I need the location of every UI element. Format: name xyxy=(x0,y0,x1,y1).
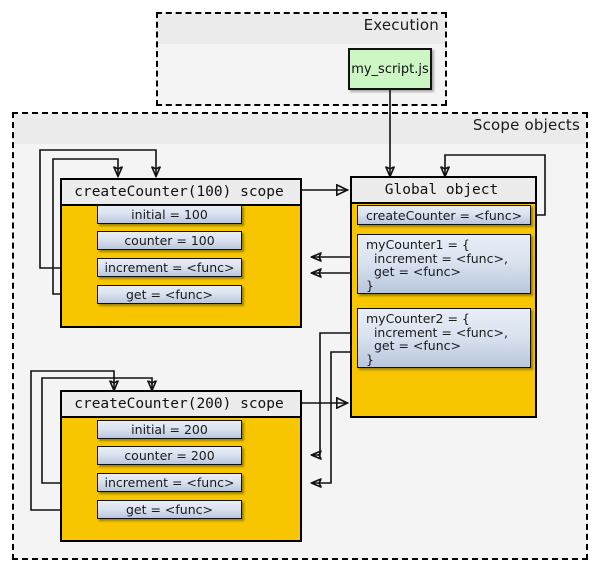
object-title-scope-200: createCounter(200) scope xyxy=(62,392,300,418)
object-scope-createcounter-200[interactable]: createCounter(200) scope xyxy=(60,390,302,542)
slot-get-100[interactable]: get = <func> xyxy=(97,285,242,304)
slot-increment-100[interactable]: increment = <func> xyxy=(97,258,242,277)
group-execution-label: Execution xyxy=(363,16,439,34)
group-execution-header xyxy=(158,14,445,44)
slot-get-200[interactable]: get = <func> xyxy=(97,500,242,519)
group-scope-objects-label: Scope objects xyxy=(472,116,580,134)
slot-increment-200[interactable]: increment = <func> xyxy=(97,473,242,492)
slot-mycounter2[interactable]: myCounter2 = { increment = <func>, get =… xyxy=(357,308,531,368)
slot-mycounter1[interactable]: myCounter1 = { increment = <func>, get =… xyxy=(357,234,531,294)
slot-counter-200[interactable]: counter = 200 xyxy=(97,446,242,465)
slot-counter-100[interactable]: counter = 100 xyxy=(97,231,242,250)
slot-createcounter[interactable]: createCounter = <func> xyxy=(357,205,531,225)
slot-initial-100[interactable]: initial = 100 xyxy=(97,205,242,224)
object-title-global: Global object xyxy=(352,178,535,204)
slot-initial-200[interactable]: initial = 200 xyxy=(97,420,242,439)
object-title-scope-100: createCounter(100) scope xyxy=(62,180,300,206)
group-scope-objects-header xyxy=(14,114,586,144)
object-scope-createcounter-100[interactable]: createCounter(100) scope xyxy=(60,178,302,328)
script-node-my-script-js[interactable]: my_script.js xyxy=(348,48,432,90)
